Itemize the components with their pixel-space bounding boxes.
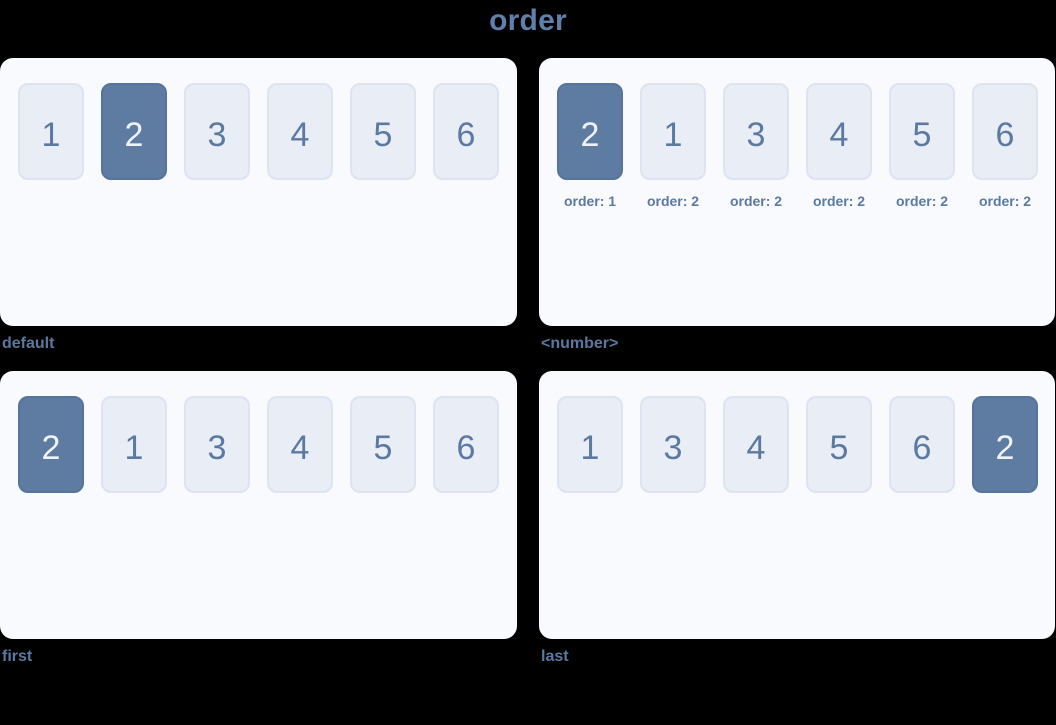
flex-item-highlighted: 2 [557, 83, 623, 180]
flex-item: 1 [640, 83, 706, 180]
order-value-label: order: 2 [646, 193, 700, 209]
demo-grid: 1 2 3 4 5 6 default 2 order: 1 [0, 58, 1056, 665]
flex-container-number: 2 order: 1 1 order: 2 3 order: 2 4 order… [539, 58, 1055, 326]
flex-item: 4 [267, 396, 333, 493]
item-column: 5 order: 2 [889, 83, 955, 209]
flex-container-default: 1 2 3 4 5 6 [0, 58, 517, 326]
item-row: 2 1 3 4 5 6 [18, 396, 500, 493]
item-row: 1 2 3 4 5 6 [18, 83, 500, 180]
flex-item: 4 [267, 83, 333, 180]
flex-item-highlighted: 2 [972, 396, 1038, 493]
demo-caption-last: last [541, 648, 569, 665]
flex-item: 5 [806, 396, 872, 493]
item-column: 4 order: 2 [806, 83, 872, 209]
flex-item-highlighted: 2 [18, 396, 84, 493]
flex-container-last: 1 3 4 5 6 2 [539, 371, 1055, 639]
item-column: 6 order: 2 [972, 83, 1038, 209]
flex-item: 5 [350, 396, 416, 493]
page-title: order [489, 4, 567, 37]
flex-item: 6 [433, 396, 499, 493]
flex-item: 1 [18, 83, 84, 180]
item-column: 1 order: 2 [640, 83, 706, 209]
flex-item: 5 [889, 83, 955, 180]
flex-item: 4 [806, 83, 872, 180]
demo-caption-default: default [2, 335, 55, 352]
item-column: 3 order: 2 [723, 83, 789, 209]
flex-item: 1 [101, 396, 167, 493]
flex-item: 6 [889, 396, 955, 493]
flex-item: 5 [350, 83, 416, 180]
demo-caption-first: first [2, 648, 33, 665]
flex-item: 3 [184, 396, 250, 493]
flex-item: 6 [972, 83, 1038, 180]
flex-item-highlighted: 2 [101, 83, 167, 180]
demo-cell-default: 1 2 3 4 5 6 default [0, 58, 517, 352]
order-value-label: order: 2 [812, 193, 866, 209]
order-value-label: order: 2 [978, 193, 1032, 209]
flex-item: 6 [433, 83, 499, 180]
item-row: 1 3 4 5 6 2 [557, 396, 1038, 493]
flex-item: 3 [723, 83, 789, 180]
order-value-label: order: 2 [729, 193, 783, 209]
demo-cell-number: 2 order: 1 1 order: 2 3 order: 2 4 order… [539, 58, 1055, 352]
item-row: 2 order: 1 1 order: 2 3 order: 2 4 order… [557, 83, 1038, 209]
demo-caption-number: <number> [541, 335, 619, 352]
order-value-label: order: 2 [895, 193, 949, 209]
demo-cell-first: 2 1 3 4 5 6 first [0, 371, 517, 665]
flex-item: 3 [184, 83, 250, 180]
flex-item: 3 [640, 396, 706, 493]
demo-cell-last: 1 3 4 5 6 2 last [539, 371, 1055, 665]
item-column: 2 order: 1 [557, 83, 623, 209]
order-value-label: order: 1 [563, 193, 617, 209]
flex-item: 4 [723, 396, 789, 493]
flex-item: 1 [557, 396, 623, 493]
flex-container-first: 2 1 3 4 5 6 [0, 371, 517, 639]
